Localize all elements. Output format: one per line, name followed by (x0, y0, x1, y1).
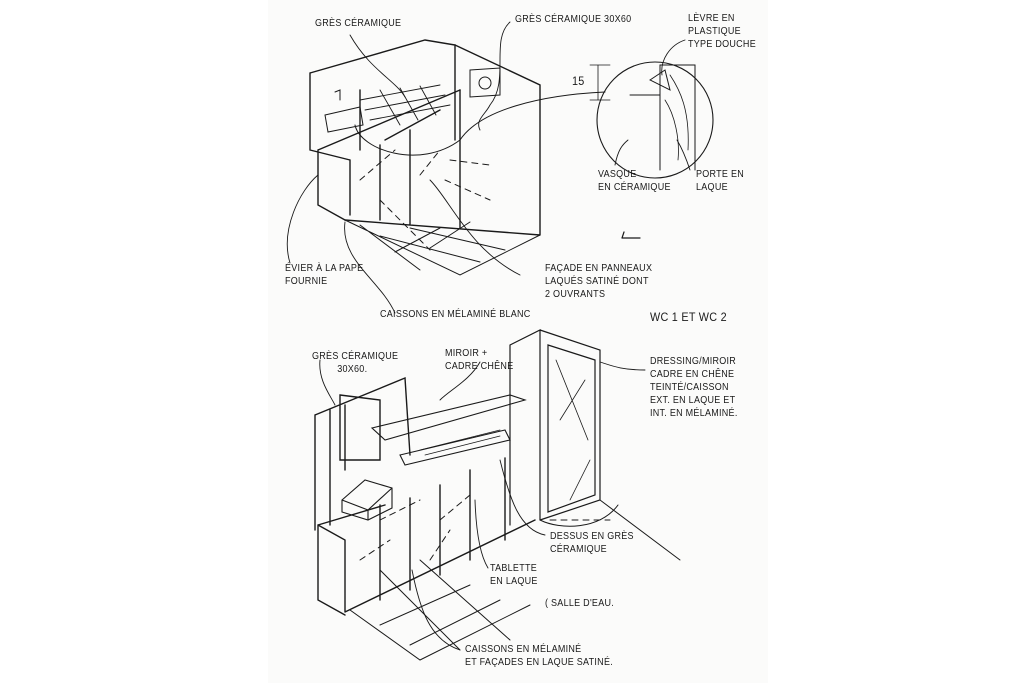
label-line: ÉVIER À LA PAPE (285, 263, 364, 274)
label-line: EN CÉRAMIQUE (598, 182, 671, 193)
label-sink: ÉVIER À LA PAPE FOURNIE (285, 262, 363, 288)
label-line: FAÇADE EN PANNEAUX (545, 263, 653, 274)
label-line: 2 OUVRANTS (545, 289, 606, 300)
dimension-label: 15 (572, 74, 585, 88)
sketch-title: WC 1 ET WC 2 (650, 310, 727, 324)
label-mirror: MIROIR + CADRE CHÊNE (445, 347, 513, 373)
label-line: EN LAQUE (490, 576, 538, 587)
label-door: PORTE EN LAQUE (696, 168, 744, 194)
label-line: DESSUS EN GRÈS (550, 531, 634, 542)
label-line: LAQUÉS SATINÉ DONT (545, 276, 649, 287)
label-line: FOURNIE (285, 276, 328, 287)
top-cabinet-drawing (286, 21, 714, 314)
label-line: CADRE CHÊNE (445, 361, 514, 372)
label-line: TYPE DOUCHE (688, 39, 756, 50)
label-line: 30X60. (337, 364, 368, 375)
label-line: TABLETTE (490, 563, 538, 574)
label-line: LAQUE (696, 182, 728, 193)
label-boxes-bottom: CAISSONS EN MÉLAMINÉ ET FAÇADES EN LAQUE… (465, 643, 613, 669)
label-line: CÉRAMIQUE (550, 544, 607, 555)
label-facade: FAÇADE EN PANNEAUX LAQUÉS SATINÉ DONT 2 … (545, 262, 652, 301)
label-basin: VASQUE EN CÉRAMIQUE (598, 168, 671, 194)
bottom-vanity-drawing (314, 329, 681, 661)
label-line: MIROIR + (445, 348, 488, 359)
label-top: DESSUS EN GRÈS CÉRAMIQUE (550, 530, 634, 556)
label-line: VASQUE (598, 169, 637, 180)
label-boxes-top: CAISSONS EN MÉLAMINÉ BLANC (380, 309, 531, 320)
label-line: LÈVRE EN (688, 13, 735, 24)
label-shelf: TABLETTE EN LAQUE (490, 562, 538, 588)
label-line: GRÈS CÉRAMIQUE (312, 351, 399, 362)
label-wall-tile-bottom: GRÈS CÉRAMIQUE 30X60. (312, 350, 398, 376)
label-lip: LÈVRE EN PLASTIQUE TYPE DOUCHE (688, 12, 756, 51)
label-line: DRESSING/MIROIR (650, 356, 737, 367)
label-dressing: DRESSING/MIROIR CADRE EN CHÊNE TEINTÉ/CA… (650, 355, 738, 420)
label-line: PORTE EN (696, 169, 745, 180)
label-line: TEINTÉ/CAISSON (650, 382, 729, 393)
label-wall-tile-size: GRÈS CÉRAMIQUE 30X60 (515, 14, 632, 25)
label-wall-tile: GRÈS CÉRAMIQUE (315, 18, 402, 29)
label-line: EXT. EN LAQUE ET (650, 395, 736, 406)
label-room: ( SALLE D'EAU. (545, 598, 615, 609)
label-line: CADRE EN CHÊNE (650, 369, 735, 380)
label-line: INT. EN MÉLAMINÉ. (650, 408, 738, 419)
label-line: ET FAÇADES EN LAQUE SATINÉ. (465, 657, 614, 668)
label-line: CAISSONS EN MÉLAMINÉ (465, 644, 582, 655)
label-line: PLASTIQUE (688, 26, 741, 37)
